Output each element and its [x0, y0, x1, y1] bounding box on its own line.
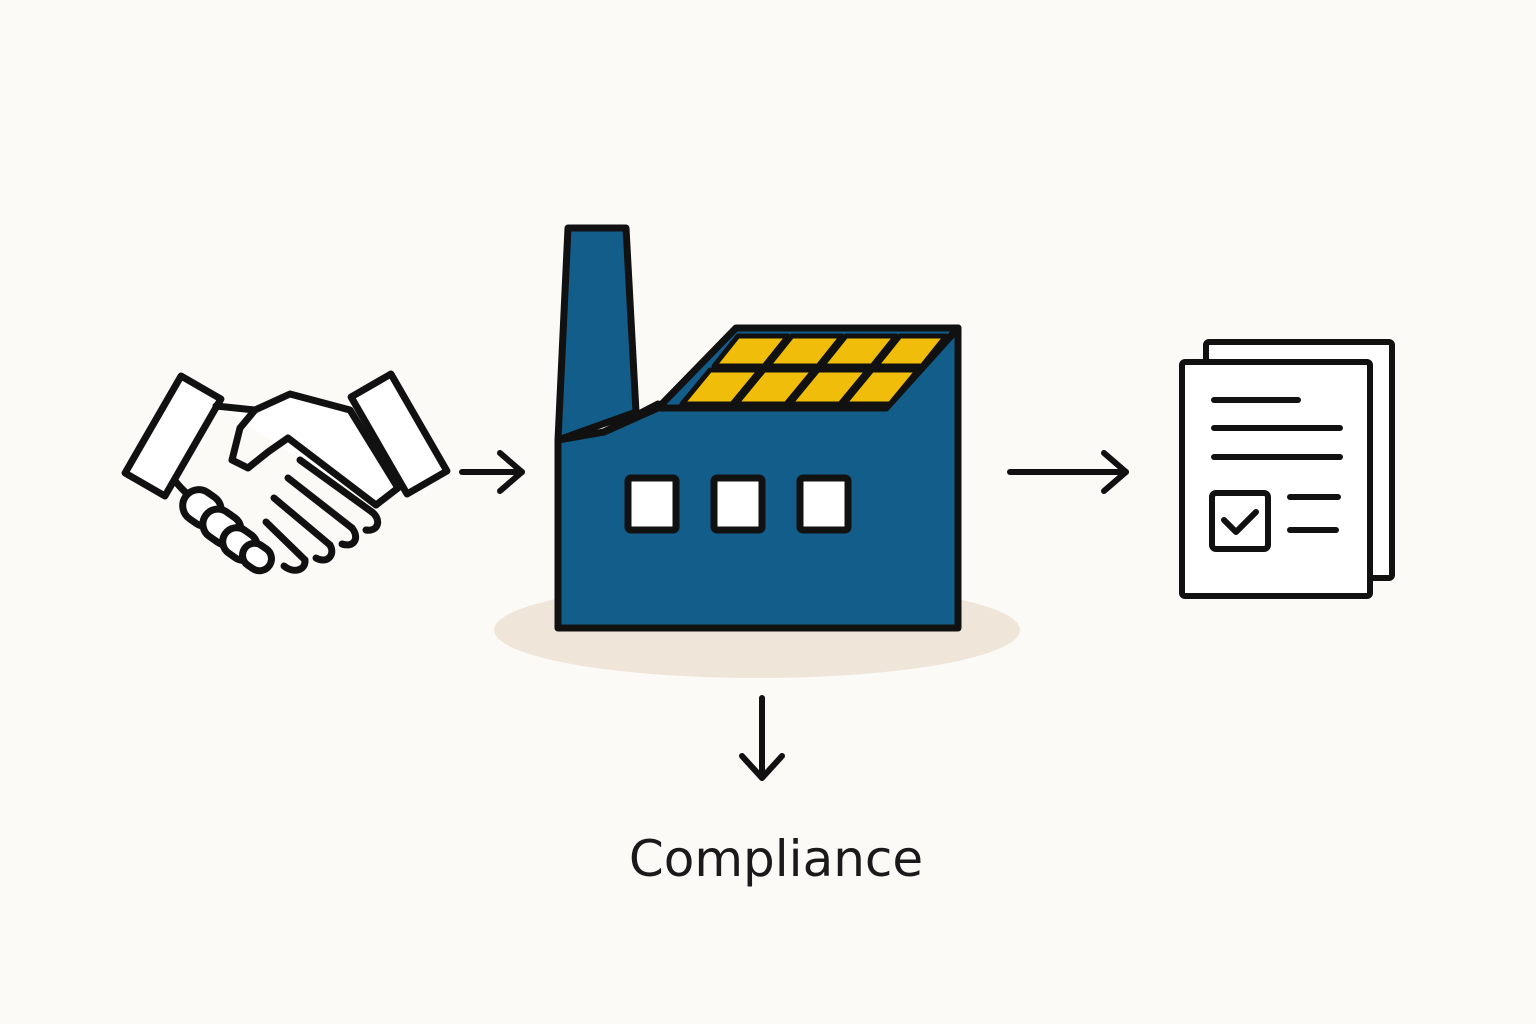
factory-icon: [554, 224, 962, 632]
document-checklist-icon: [1179, 339, 1395, 599]
compliance-label: Compliance: [628, 830, 924, 888]
factory-window: [796, 474, 852, 534]
arrow-factory-to-compliance: [739, 695, 785, 781]
handshake-icon: [121, 370, 451, 575]
solar-panels-icon: [679, 333, 949, 407]
checkbox-icon: [1209, 490, 1271, 552]
arrow-agreement-to-factory: [459, 450, 525, 494]
factory-window: [624, 474, 680, 534]
arrow-factory-to-documents: [1007, 450, 1129, 494]
factory-window: [710, 474, 766, 534]
